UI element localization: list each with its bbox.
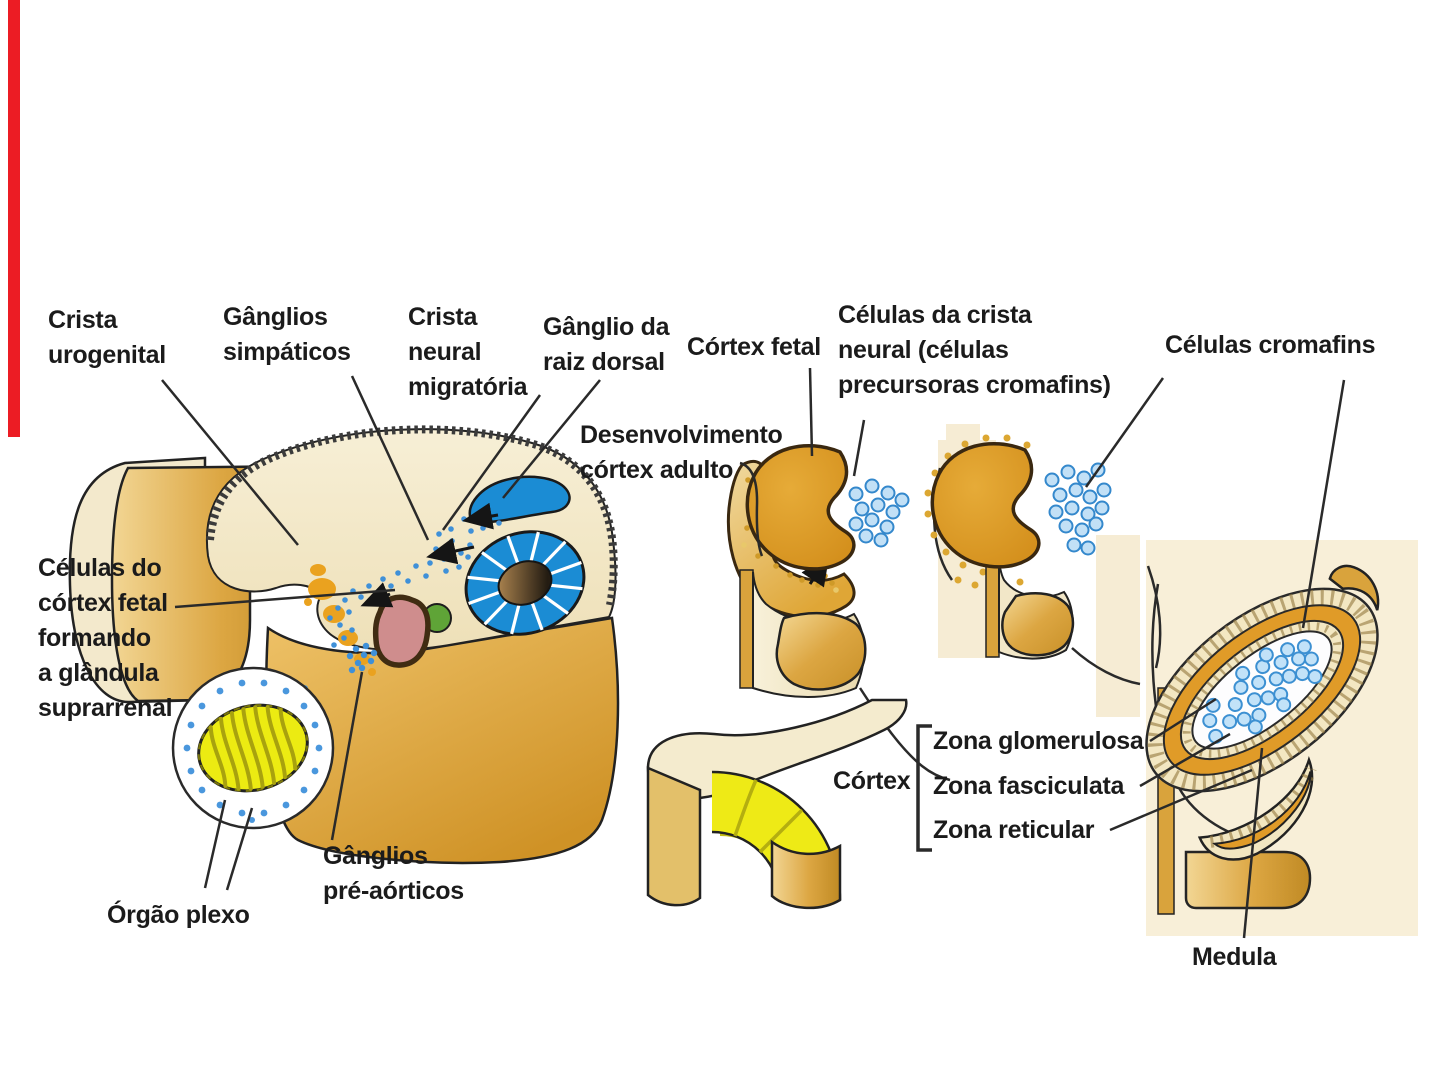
leader-zona-fasciculata — [1139, 732, 1231, 788]
mesonephros-block — [646, 698, 908, 910]
plexus-organ-shape — [171, 666, 335, 830]
chromaffin-precursor-cells-1 — [848, 478, 910, 548]
mature-gland-panel — [1145, 564, 1380, 915]
leader-zona-reticular — [1109, 768, 1253, 832]
leader-lines — [161, 367, 1346, 939]
label-zona-fasciculata: Zona fasciculata — [933, 772, 1125, 800]
adult-cortex-development-panel — [646, 443, 951, 910]
label-medula: Medula — [1192, 943, 1277, 971]
speckle-halo — [924, 434, 1031, 596]
leader-celulas-cromafins-left — [1084, 377, 1165, 488]
label-crista-neural: Crista neural migratória — [408, 303, 528, 401]
stalk-gold-blob-4 — [1001, 592, 1075, 657]
label-celulas-crista-neural: Células da crista neural (células precur… — [838, 301, 1111, 399]
adrenal-gland-shape — [1145, 564, 1380, 861]
leader-ganglios-simpaticos — [350, 375, 430, 541]
label-ganglio-raiz-dorsal: Gânglio da raiz dorsal — [543, 313, 670, 376]
cortex-bracket — [916, 724, 932, 852]
pre-aortic-ganglia-cluster — [346, 642, 378, 674]
leader-orgao-plexo-a — [203, 799, 227, 889]
label-cortex-fetal: Córtex fetal — [687, 333, 821, 361]
medulla-chromaffin-cells — [1202, 639, 1323, 744]
leader-zona-glomerulosa — [1149, 697, 1217, 743]
leader-ganglio-raiz-dorsal — [502, 379, 601, 499]
label-orgao-plexo: Órgão plexo — [107, 901, 250, 929]
leader-orgao-plexo-b — [225, 807, 254, 891]
funnel-curve-4 — [1071, 647, 1141, 686]
panel5-gold-bar — [1184, 850, 1312, 910]
label-ganglios-simpaticos: Gânglios simpáticos — [223, 303, 351, 366]
leader-ganglios-pre-aorticos — [330, 671, 364, 841]
ectoderm-stipple-edge — [206, 425, 618, 606]
stalk-gold-strip-1 — [739, 569, 754, 689]
leader-medula — [1242, 747, 1264, 939]
migration-arrows — [360, 502, 499, 608]
red-accent-bar — [8, 0, 20, 437]
chromaffin-cells-2 — [1044, 462, 1112, 556]
label-celulas-cortex-fetal: Células do córtex fetal formando a glând… — [38, 554, 173, 722]
leader-celulas-cromafins-right — [1301, 379, 1346, 629]
leader-celulas-cortex-fetal — [174, 588, 396, 609]
label-crista-urogenital: Crista urogenital — [48, 306, 166, 369]
label-zona-reticular: Zona reticular — [933, 816, 1095, 844]
stalk-gold-blob-1 — [775, 612, 867, 691]
label-desenvolvimento: Desenvolvimento córtex adulto — [580, 421, 783, 484]
gland-with-chromaffin-panel — [924, 434, 1141, 686]
label-zona-glomerulosa: Zona glomerulosa — [933, 727, 1144, 755]
neural-tube-shape — [464, 530, 586, 636]
mesonephros-gold-stalk — [770, 839, 842, 910]
leader-cortex-fetal — [808, 367, 814, 457]
label-ganglios-pre-aorticos: Gânglios pré-aórticos — [323, 842, 464, 905]
leader-crista-urogenital — [161, 379, 299, 546]
leader-celulas-crista-neural — [852, 419, 866, 477]
panel5-left-curve — [1146, 565, 1162, 669]
leader-desenvolvimento — [739, 461, 764, 557]
aorta-shape — [372, 594, 431, 668]
leader-crista-neural — [441, 394, 542, 531]
label-celulas-cromafins: Células cromafins — [1165, 331, 1376, 359]
label-cortex: Córtex — [833, 767, 911, 795]
